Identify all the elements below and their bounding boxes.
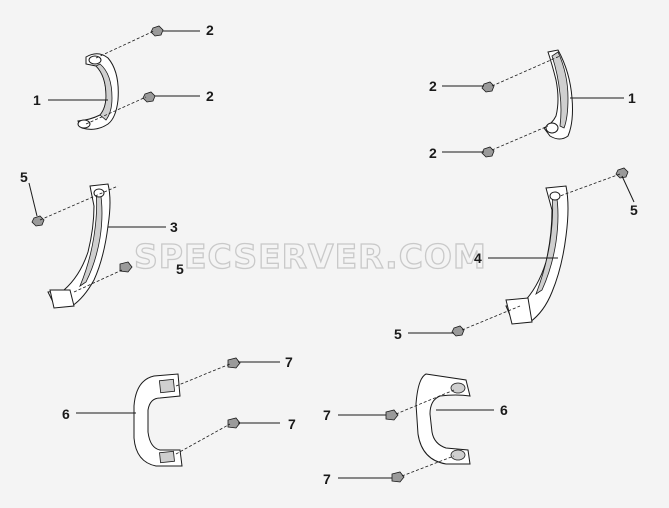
callout-2: 2 <box>206 22 214 38</box>
callout-6: 6 <box>500 402 508 418</box>
callout-7: 7 <box>323 471 331 487</box>
callout-2: 2 <box>429 145 437 161</box>
callout-4: 4 <box>474 250 482 266</box>
nut-5-right-lower <box>451 325 465 337</box>
callout-2: 2 <box>206 88 214 104</box>
fastener-line <box>401 455 455 477</box>
leader-line <box>621 175 635 203</box>
callout-3: 3 <box>170 219 178 235</box>
grab-handle-1-right <box>543 49 573 140</box>
fastener-line <box>491 55 561 87</box>
leader-line <box>28 182 38 217</box>
fastener-line <box>559 173 621 197</box>
callout-5: 5 <box>630 202 638 218</box>
fastener-line <box>85 96 147 125</box>
callout-1: 1 <box>33 92 41 108</box>
grab-handle-4 <box>505 185 569 325</box>
callout-7: 7 <box>323 407 331 423</box>
u-handle-6-left <box>133 373 183 467</box>
u-handle-6-right <box>415 373 471 465</box>
bolt-5-left-lower <box>119 261 133 273</box>
callout-5: 5 <box>20 169 28 185</box>
nut-2-lower-right <box>481 146 495 158</box>
callout-5: 5 <box>176 261 184 277</box>
callout-7: 7 <box>288 416 296 432</box>
fastener-line <box>39 185 119 221</box>
fastener-line <box>175 363 231 387</box>
bolt-7-left-lower <box>227 417 241 429</box>
nut-2-upper-right <box>481 81 495 93</box>
bolt-7-right-lower <box>391 471 405 483</box>
nut-2-top-left <box>150 25 164 37</box>
fastener-line <box>461 305 521 331</box>
callout-5: 5 <box>394 326 402 342</box>
fastener-line <box>73 269 123 293</box>
fastener-line <box>175 423 231 455</box>
bolt-5-right-upper <box>615 167 629 179</box>
callout-2: 2 <box>429 78 437 94</box>
grab-handle-1-left <box>77 53 119 130</box>
watermark-text: SPECSERVER.COM <box>134 237 487 276</box>
callout-6: 6 <box>62 406 70 422</box>
fastener-line <box>95 30 155 59</box>
fastener-line <box>395 389 455 415</box>
callout-1: 1 <box>628 90 636 106</box>
nut-2-mid-left <box>142 91 156 103</box>
callout-7: 7 <box>285 354 293 370</box>
bolt-7-left-upper <box>227 357 241 369</box>
fastener-line <box>491 125 549 151</box>
bolt-5-left-upper <box>31 215 45 227</box>
bolt-7-right-upper <box>385 409 399 421</box>
